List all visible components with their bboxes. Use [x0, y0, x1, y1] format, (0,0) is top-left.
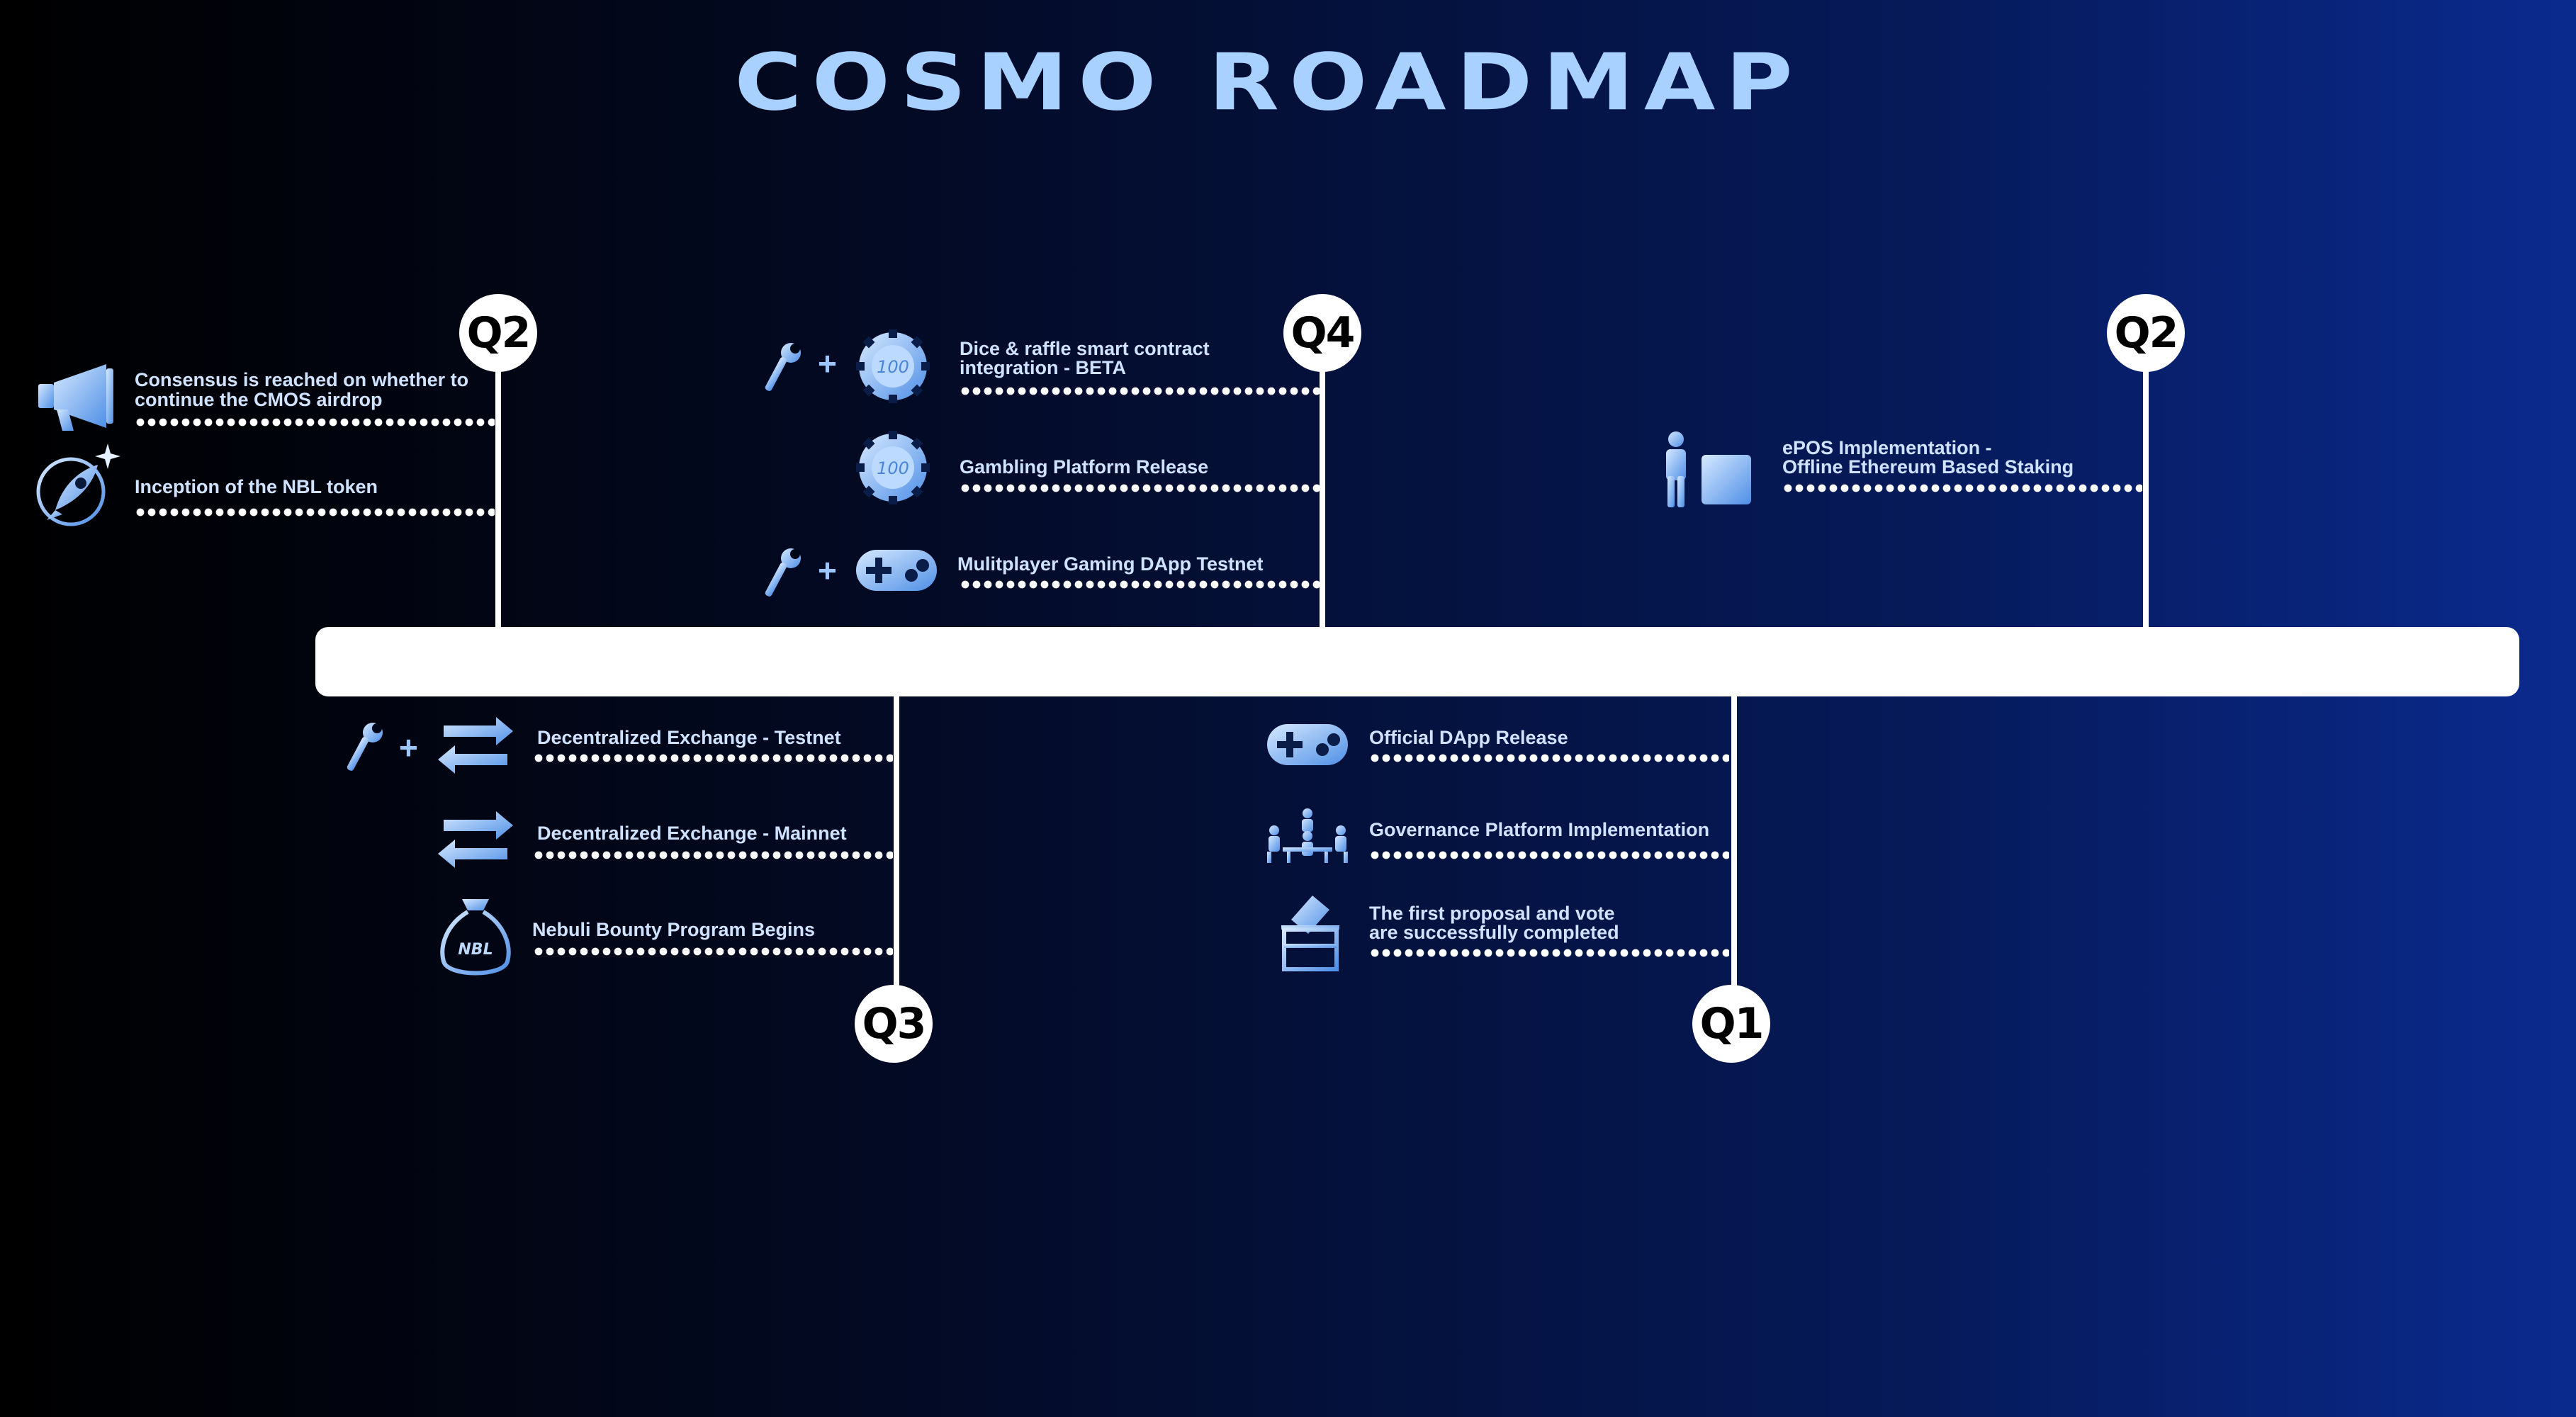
timeline-bar: [315, 627, 2519, 696]
governance-people-icon: [1267, 808, 1348, 863]
gamepad-icon: [856, 550, 937, 591]
label-gambling: Gambling Platform Release: [960, 456, 1209, 478]
marker-q1: Q1: [1692, 985, 1770, 1063]
label-proposal-2: are successfully completed: [1369, 922, 1619, 943]
money-bag-icon: NBL: [440, 899, 511, 976]
stem-q1: [1731, 691, 1737, 1003]
stem-q2-left: [495, 333, 501, 634]
casino-chip-icon: 100: [856, 431, 930, 504]
stem-q3: [894, 691, 899, 1003]
svg-text:100: 100: [877, 458, 909, 478]
svg-text:100: 100: [877, 357, 909, 377]
label-dapp-release: Official DApp Release: [1369, 727, 1568, 748]
label-dex-mainnet: Decentralized Exchange - Mainnet: [537, 823, 847, 844]
plus-icon: +: [399, 729, 418, 766]
label-dice-1: Dice & raffle smart contract: [960, 338, 1210, 359]
dotted-leader: [135, 507, 495, 517]
dotted-leader: [533, 947, 893, 956]
stem-q2-right: [2143, 333, 2149, 634]
dotted-leader: [1369, 850, 1729, 860]
dotted-leader: [533, 850, 893, 860]
ballot-box-icon: [1281, 896, 1339, 971]
label-consensus-2: continue the CMOS airdrop: [135, 389, 383, 410]
page-title: COSMO ROADMAP: [734, 36, 1803, 128]
marker-q3: Q3: [855, 985, 933, 1063]
label-dex-testnet: Decentralized Exchange - Testnet: [537, 727, 841, 748]
dotted-leader: [533, 753, 893, 763]
exchange-arrows-icon: [438, 717, 513, 774]
dotted-leader: [1369, 753, 1729, 763]
casino-chip-icon: 100: [856, 329, 930, 403]
label-dice-2: integration - BETA: [960, 357, 1126, 378]
label-multiplayer: Mulitplayer Gaming DApp Testnet: [957, 553, 1264, 575]
label-consensus-1: Consensus is reached on whether to: [135, 369, 469, 390]
dotted-leader: [960, 580, 1320, 589]
wrench-icon: [765, 548, 801, 597]
plus-icon: +: [818, 345, 837, 382]
label-epos-1: ePOS Implementation -: [1782, 437, 1992, 458]
person-terminal-icon: [1666, 431, 1751, 507]
marker-q2-right: Q2: [2107, 294, 2185, 372]
gamepad-icon: [1267, 724, 1348, 765]
dotted-leader: [960, 386, 1320, 396]
label-proposal-1: The first proposal and vote: [1369, 903, 1615, 924]
marker-q2-left: Q2: [459, 294, 537, 372]
svg-text:NBL: NBL: [458, 941, 493, 959]
wrench-icon: [765, 343, 801, 391]
exchange-arrows-icon: [438, 811, 513, 868]
stem-q4: [1320, 333, 1325, 634]
label-nbl-token: Inception of the NBL token: [135, 476, 378, 497]
label-governance: Governance Platform Implementation: [1369, 819, 1710, 840]
plus-icon: +: [818, 552, 837, 589]
wrench-icon: [347, 723, 383, 771]
label-epos-2: Offline Ethereum Based Staking: [1782, 456, 2074, 478]
marker-q4: Q4: [1283, 294, 1361, 372]
dotted-leader: [960, 483, 1320, 493]
dotted-leader: [1369, 948, 1729, 958]
dotted-leader: [135, 417, 495, 427]
label-bounty: Nebuli Bounty Program Begins: [532, 919, 816, 940]
dotted-leader: [1782, 483, 2142, 493]
megaphone-icon: [38, 364, 113, 431]
rocket-icon: [36, 444, 120, 526]
